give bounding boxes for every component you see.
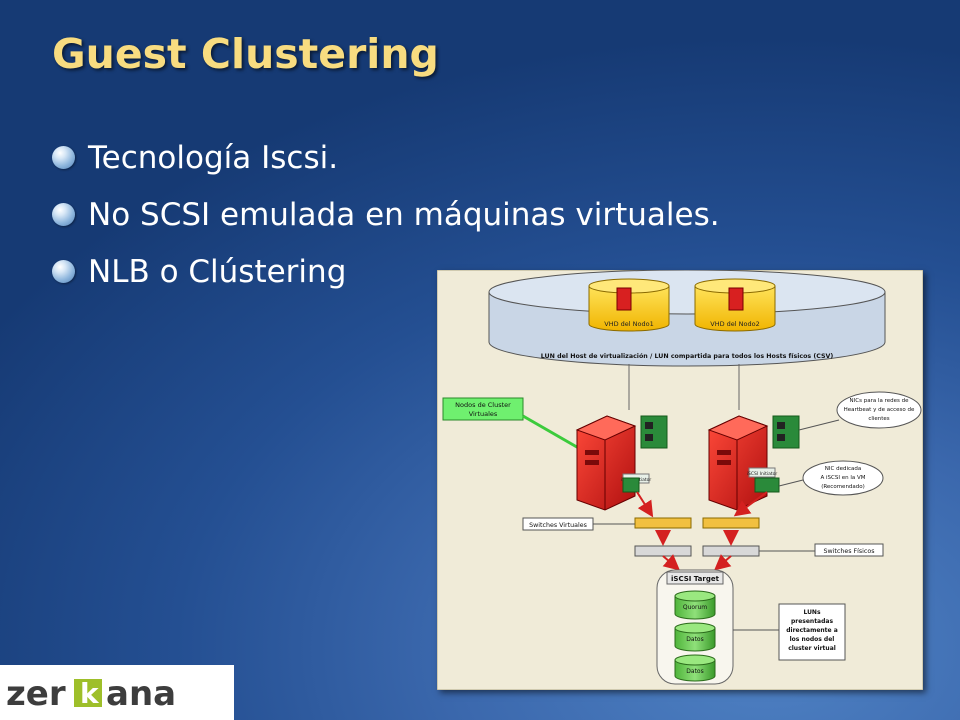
iscsi-initiator-label: iSCSI Initiator — [747, 471, 778, 477]
nic-dedicada-line3: (Recomendado) — [821, 484, 865, 490]
zerkana-logo-graphic: zer k ana — [6, 674, 176, 714]
nics-label-line1: NICs para la redes de — [850, 398, 910, 404]
nic-dedicada-line1: NIC dedicada — [825, 466, 861, 472]
nodos-label-line1: Nodos de Cluster — [455, 401, 511, 409]
logo-text-k: k — [80, 677, 100, 710]
switches-virtuales-label: Switches Virtuales — [529, 522, 587, 529]
zerkana-logo: zer k ana — [0, 665, 234, 720]
iscsi-target: iSCSI Target Quorum Datos Datos — [656, 569, 734, 685]
nodos-label-line2: Virtuales — [469, 410, 498, 418]
logo-k-block — [74, 679, 102, 707]
vhd1-label: VHD del Nodo1 — [604, 320, 653, 328]
server-node2: iSCSI Initiator — [707, 415, 800, 511]
physical-switches: Switches Físicos — [634, 543, 884, 557]
bullet-item: No SCSI emulada en máquinas virtuales. — [52, 193, 720, 250]
lun-label: LUN del Host de virtualización / LUN com… — [541, 352, 834, 360]
svg-text:Quorum: Quorum — [683, 604, 707, 611]
svg-text:cluster virtual: cluster virtual — [788, 645, 836, 652]
vhd-node1: VHD del Nodo1 — [588, 278, 670, 332]
arrow — [662, 554, 681, 571]
lun-cylinder — [488, 269, 886, 367]
bullet-text: Tecnología Iscsi. — [88, 140, 339, 176]
nic-card — [640, 415, 668, 449]
svg-text:Datos: Datos — [686, 668, 703, 675]
bullet-icon — [52, 146, 75, 169]
bullet-icon — [52, 260, 75, 283]
bullet-icon — [52, 203, 75, 226]
switches-virtuales-box — [522, 517, 594, 531]
bullet-text: NLB o Clústering — [88, 254, 347, 290]
vhd-node2: VHD del Nodo2 — [694, 278, 776, 332]
disk-datos-1: Datos — [674, 622, 716, 652]
svg-text:Datos: Datos — [686, 636, 703, 643]
vhd2-label: VHD del Nodo2 — [710, 320, 759, 328]
bullet-list: Tecnología Iscsi. No SCSI emulada en máq… — [52, 136, 720, 307]
nic-dedicada-callout: NIC dedicada A iSCSI en la VM (Recomenda… — [778, 460, 884, 496]
nodos-cluster-callout: Nodos de Cluster Virtuales — [442, 397, 590, 456]
disk-datos-2: Datos — [674, 654, 716, 682]
bullet-text: No SCSI emulada en máquinas virtuales. — [88, 197, 720, 233]
virtual-switches: Switches Virtuales — [522, 517, 760, 531]
architecture-diagram: VHD del Nodo1 VHD del Nodo2 LUN del Host… — [436, 269, 924, 691]
switches-fisicos-box — [814, 543, 884, 557]
svg-text:presentadas: presentadas — [791, 618, 833, 625]
iscsi-target-label: iSCSI Target — [671, 575, 720, 583]
server-icon — [616, 287, 632, 311]
nics-label-line3: clientes — [868, 416, 889, 422]
arrow — [636, 491, 654, 518]
nic-card — [772, 415, 800, 449]
bullet-item: NLB o Clústering — [52, 250, 720, 307]
bullet-item: Tecnología Iscsi. — [52, 136, 720, 193]
server-node1: iSCSI Initiator — [575, 415, 668, 511]
logo-text-left: zer — [6, 674, 66, 714]
svg-text:los nodos del: los nodos del — [790, 636, 835, 643]
svg-text:directamente a: directamente a — [786, 627, 838, 634]
iscsi-initiator-badge — [748, 467, 776, 478]
logo-text-right: ana — [106, 674, 176, 714]
disk-quorum: Quorum — [674, 590, 716, 620]
nics-label-line2: Heartbeat y de acceso de — [844, 407, 915, 413]
server-icon — [728, 287, 744, 311]
diagram-canvas: VHD del Nodo1 VHD del Nodo2 LUN del Host… — [436, 269, 924, 691]
nics-callout: NICs para la redes de Heartbeat y de acc… — [798, 391, 922, 431]
arrow — [733, 491, 768, 517]
slide-title: Guest Clustering — [52, 30, 439, 78]
svg-text:LUNs: LUNs — [803, 609, 821, 616]
luns-callout: LUNs presentadas directamente a los nodo… — [733, 603, 846, 661]
arrow — [713, 554, 732, 571]
nic-dedicada-line2: A iSCSI en la VM — [820, 475, 865, 481]
switches-fisicos-label: Switches Físicos — [824, 547, 875, 555]
